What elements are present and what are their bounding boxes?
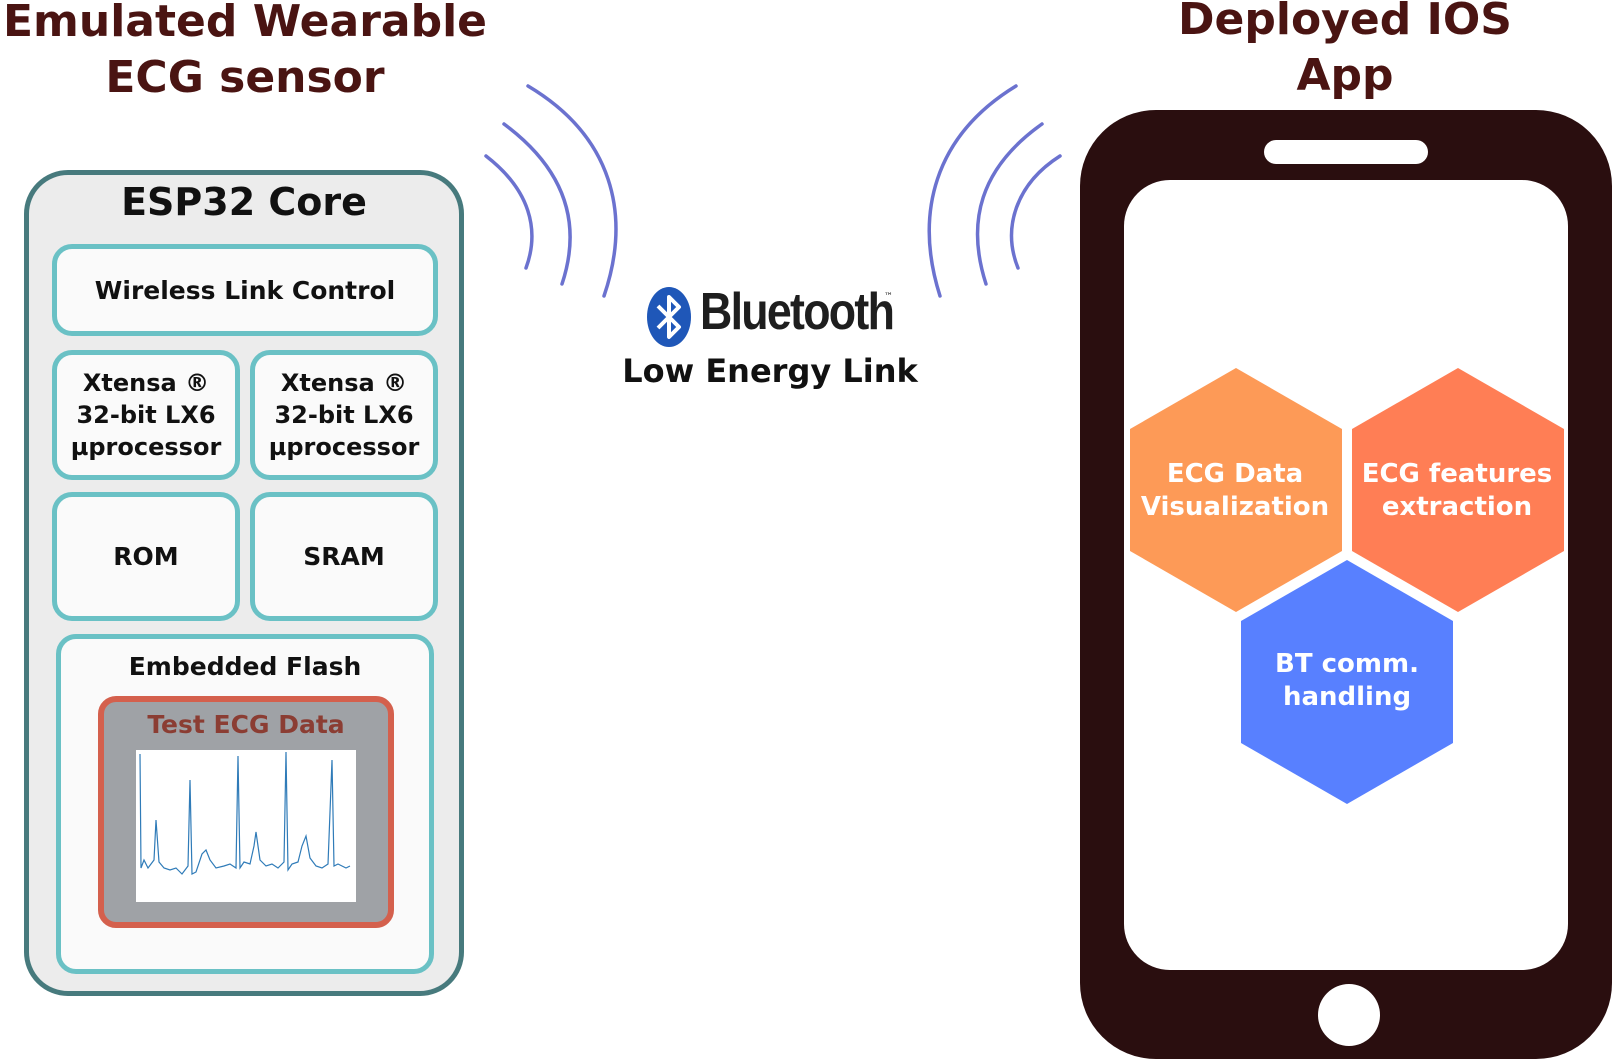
module-label-bt-comm: BT comm. handling (1240, 648, 1454, 714)
rom-label: ROM (113, 542, 179, 571)
wave-right-middle (975, 122, 1044, 286)
processor-block-left: Xtensa ® 32-bit LX6 µprocessor (52, 350, 240, 480)
bluetooth-wordmark: Bluetooth (700, 283, 895, 341)
processor-right-line2: 32-bit LX6 (274, 401, 414, 429)
app-title: Deployed IOS App (1130, 0, 1560, 104)
bluetooth-trademark: ™ (884, 292, 893, 302)
rom-block: ROM (52, 492, 240, 621)
ecg-waveform-image (136, 750, 356, 902)
sensor-title: Emulated Wearable ECG sensor (0, 0, 490, 106)
wave-left-middle (502, 122, 572, 286)
sram-block: SRAM (250, 492, 438, 621)
app-title-line2: App (1296, 50, 1394, 101)
wave-right-outer (927, 84, 1018, 298)
wireless-link-control-block: Wireless Link Control (52, 244, 438, 336)
module-bt-line2: handling (1282, 682, 1412, 712)
processor-right-line3: µprocessor (268, 433, 420, 461)
module-visualization-line1: ECG Data (1166, 459, 1304, 489)
module-features-line1: ECG features (1361, 459, 1553, 489)
wireless-link-control-label: Wireless Link Control (94, 275, 396, 305)
wave-left-inner (484, 154, 534, 270)
module-features-line2: extraction (1381, 492, 1533, 522)
processor-left-line2: 32-bit LX6 (76, 401, 216, 429)
app-title-line1: Deployed IOS (1178, 0, 1512, 45)
bluetooth-icon (647, 287, 691, 347)
processor-block-right: Xtensa ® 32-bit LX6 µprocessor (250, 350, 438, 480)
phone-speaker (1264, 140, 1428, 164)
link-caption: Low Energy Link (622, 352, 918, 390)
hex-ecg-features (1352, 368, 1564, 612)
processor-left-line3: µprocessor (70, 433, 222, 461)
module-label-features: ECG features extraction (1350, 458, 1564, 524)
esp32-core-title: ESP32 Core (121, 180, 367, 224)
ecg-trace (139, 751, 351, 875)
sensor-title-line1: Emulated Wearable (3, 0, 487, 47)
ecg-waveform-svg (139, 751, 351, 875)
wave-right-inner (1009, 154, 1062, 270)
hex-bt-comm (1241, 560, 1453, 804)
module-bt-line1: BT comm. (1275, 649, 1419, 679)
processor-right-line1: Xtensa ® (280, 369, 408, 397)
wave-left-outer (526, 84, 618, 298)
embedded-flash-label: Embedded Flash (128, 652, 362, 681)
sensor-title-line2: ECG sensor (105, 52, 385, 103)
phone-home-button (1318, 984, 1380, 1046)
module-visualization-line2: Visualization (1140, 492, 1330, 522)
processor-left-line1: Xtensa ® (82, 369, 210, 397)
test-ecg-data-label: Test ECG Data (147, 710, 345, 739)
module-label-visualization: ECG Data Visualization (1128, 458, 1342, 524)
hex-ecg-visualization (1130, 368, 1342, 612)
sram-label: SRAM (303, 542, 385, 571)
